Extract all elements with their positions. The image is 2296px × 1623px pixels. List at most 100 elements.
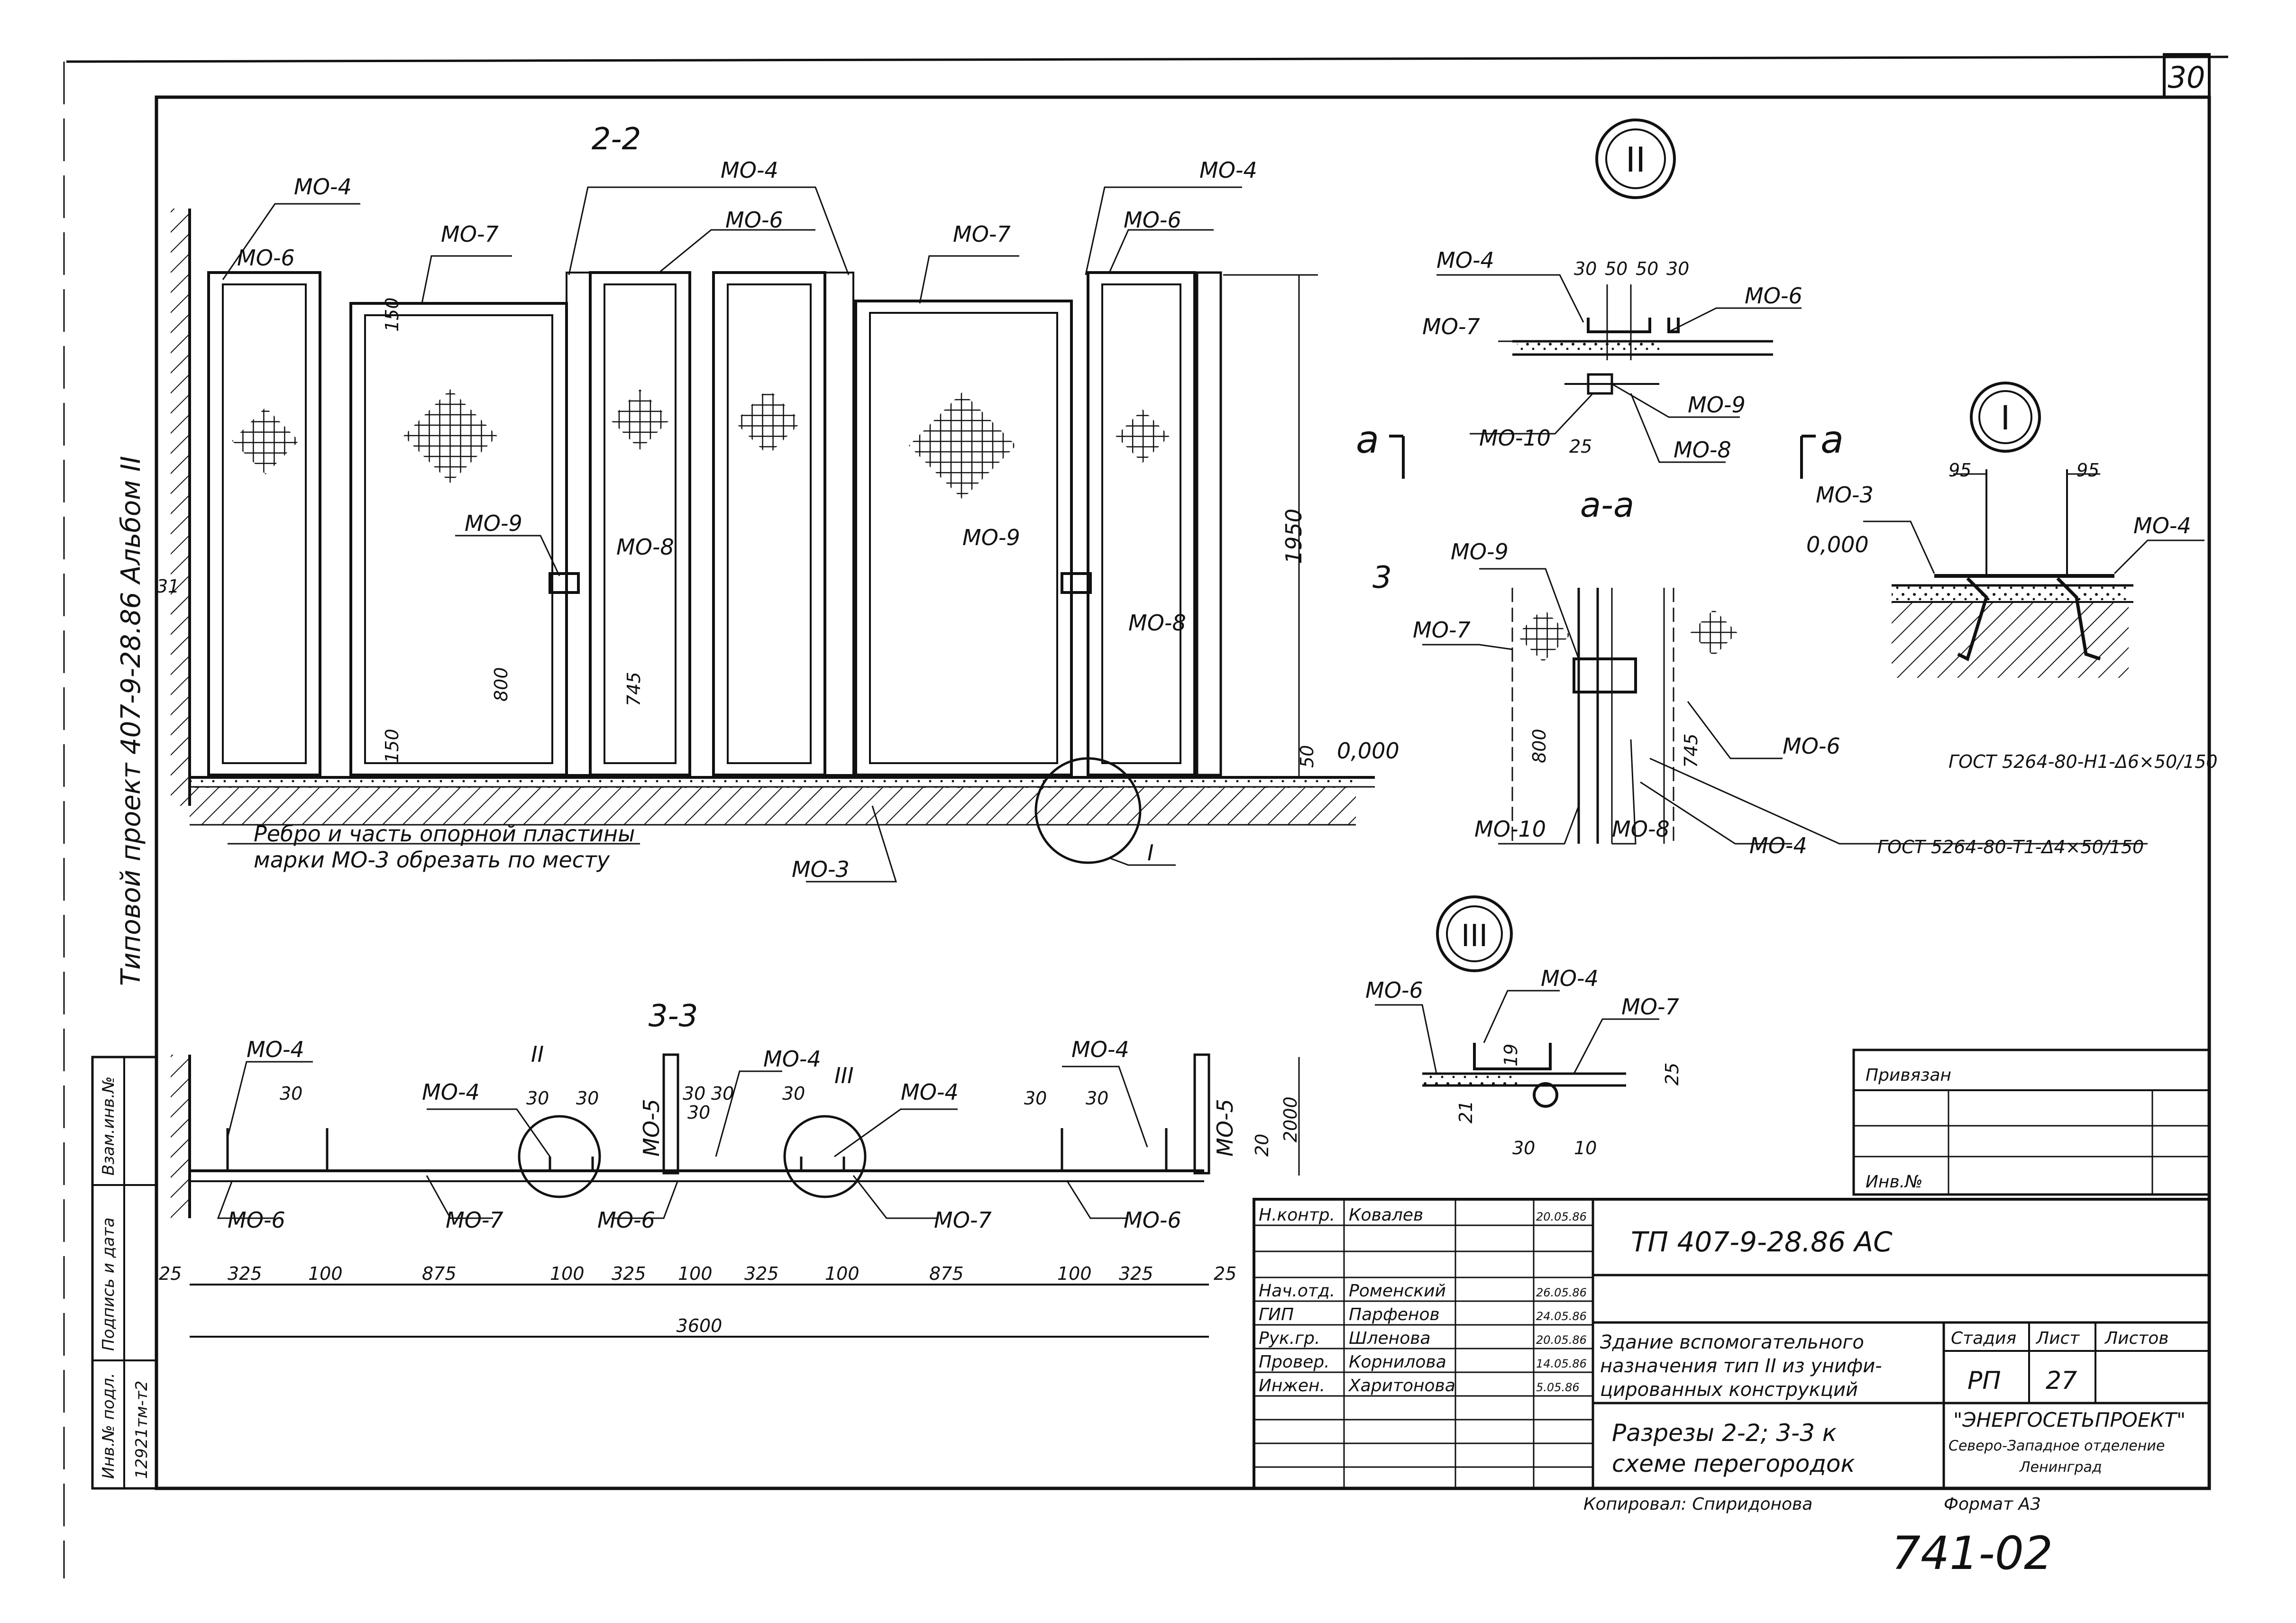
dim-30: 30 [1666,258,1689,279]
label-mo-8: МО-8 [616,534,674,560]
staff-date: 20.05.86 [1536,1210,1587,1223]
panel [1087,271,1196,776]
label-mo-4: МО-4 [1541,966,1599,991]
label-mo-9: МО-9 [1451,539,1509,565]
staff-date: 5.05.86 [1536,1381,1580,1394]
small-dim-30: 30 [782,1083,805,1104]
building-line: назначения тип II из унифи- [1600,1355,1882,1377]
dim-95: 95 [1948,460,1971,481]
bottom-dim: 325 [744,1263,779,1284]
staff-role: Инжен. [1259,1376,1325,1395]
dim-800: 800 [491,667,512,702]
staff-role: Н.контр. [1259,1205,1335,1225]
bottom-dim: 100 [550,1263,585,1284]
format: Формат А3 [1944,1495,2041,1514]
title-block [1253,1049,2211,1490]
staff-role: Нач.отд. [1259,1281,1335,1301]
dim-30: 30 [1512,1138,1535,1158]
level-node-I: 0,000 [1806,532,1869,557]
section-3-3 [171,1053,1300,1338]
label-mo-4: МО-4 [2133,513,2191,538]
note-line1: Ребро и часть опорной пластины [254,821,635,847]
project-code: ТП 407-9-28.86 АС [1631,1226,1893,1258]
side-inv-value: 12921тм-т2 [132,1381,151,1479]
label-mo-6: МО-6 [1745,283,1802,309]
label-mo-8: МО-8 [1674,437,1731,463]
bottom-dim: 875 [422,1263,457,1284]
label-mo-4: МО-4 [1199,157,1257,183]
label-mo-9: МО-9 [1688,392,1746,418]
small-dim-30: 30 [576,1088,599,1109]
staff-date: 14.05.86 [1536,1357,1587,1370]
stamp-number: 741-02 [1892,1527,2053,1580]
staff-name: Ковалев [1349,1205,1423,1225]
bottom-dim: 100 [678,1263,713,1284]
org-line: "ЭНЕРГОСЕТЬПРОЕКТ" [1953,1408,2186,1432]
label-mo-4: МО-4 [721,157,778,183]
sheet-title-line: схеме перегородок [1612,1450,1855,1477]
dim-150: 150 [382,297,402,332]
org-line: Северо-Западное отделение [1948,1438,2165,1454]
staff-name: Корнилова [1349,1352,1446,1372]
bottom-dim: 100 [308,1263,343,1284]
cut-a-right: а [1820,418,1844,462]
small-dim-30: 30 [683,1083,705,1104]
staff-role: Провер. [1259,1352,1330,1372]
label-mo-4: МО-4 [901,1079,959,1105]
stage-label: Стадия [1951,1329,2016,1348]
label-mo-4: МО-4 [1749,833,1807,858]
node-II-numeral: II [1626,140,1646,180]
sheet-frame [63,53,2229,1578]
bottom-dim: 325 [1119,1263,1153,1284]
side-vzam: Взам.инв.№ [99,1076,118,1176]
label-mo-7: МО-7 [953,221,1011,247]
staff-name: Парфенов [1349,1305,1440,1324]
label-mo-6: МО-6 [1365,977,1423,1003]
label-mo-6: МО-6 [237,245,295,271]
org-line: Ленинград [2019,1459,2102,1476]
note-line2: марки МО-3 обрезать по месту [254,847,610,873]
label-mo-7: МО-7 [441,221,499,247]
dim-25: 25 [1662,1063,1683,1085]
panel [349,302,568,776]
staff-name: Харитонова [1348,1376,1455,1395]
side-sign-date: Подпись и дата [99,1217,118,1351]
section-2-2: 2-2 [171,122,1375,883]
dim-50: 50 [1605,258,1628,279]
label-mo-8: МО-8 [1612,816,1670,842]
label-mo-5: МО-5 [639,1099,664,1157]
label-mo-4: МО-4 [763,1046,821,1072]
dim-95: 95 [2076,460,2099,481]
detail-ref-I: I [1147,840,1154,866]
panel [207,271,321,776]
staff-role: ГИП [1259,1305,1294,1324]
cut-mark-3: 3 [1372,560,1392,595]
dim-150: 150 [382,729,402,763]
gost-node-I: ГОСТ 5264-80-Н1-Δ6×50/150 [1948,751,2218,772]
dim-745: 745 [1681,733,1701,768]
small-dim-30: 30 [526,1088,549,1109]
building-line: Здание вспомогательного [1600,1331,1864,1353]
label-mo-4: МО-4 [294,174,352,200]
node-ref-II: II [531,1041,544,1067]
label-mo-7: МО-7 [1621,994,1679,1020]
side-inv-label: Инв.№ подл. [99,1373,118,1479]
node-III [1375,895,1659,1108]
dim-19: 19 [1500,1044,1521,1067]
level-side: 31 [156,576,179,597]
dim-21: 21 [1455,1101,1476,1123]
label-mo-4: МО-4 [1071,1037,1129,1062]
small-dim-30: 30 [687,1102,710,1123]
label-mo-7: МО-7 [1422,314,1480,339]
dim-2000: 2000 [1280,1096,1301,1142]
node-II [1389,119,1816,479]
node-I [1863,382,2205,678]
cut-a-left: а [1356,418,1379,462]
label-mo-8: МО-8 [1128,610,1186,636]
bottom-dim: 325 [228,1263,262,1284]
dim-30: 30 [1574,258,1597,279]
label-mo-6: МО-6 [597,1207,655,1233]
dim-20: 20 [1252,1134,1272,1157]
copied-by: Копировал: Спиридонова [1583,1495,1812,1514]
